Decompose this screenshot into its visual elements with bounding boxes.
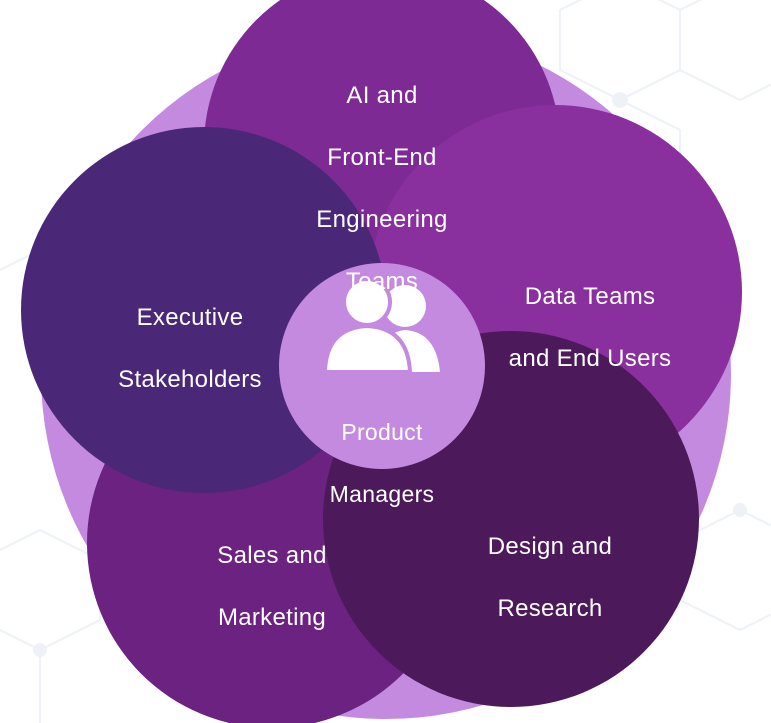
label-data-teams: Data Teams and End Users [508,283,672,372]
users-icon [322,277,440,374]
label-ai-frontend: AI and Front-End Engineering Teams [316,82,448,295]
label-center: Product Managers [329,419,435,507]
label-design-research: Design and Research [487,533,613,622]
label-sales-marketing: Sales and Marketing [217,542,327,631]
label-executive: Executive Stakeholders [118,304,262,393]
